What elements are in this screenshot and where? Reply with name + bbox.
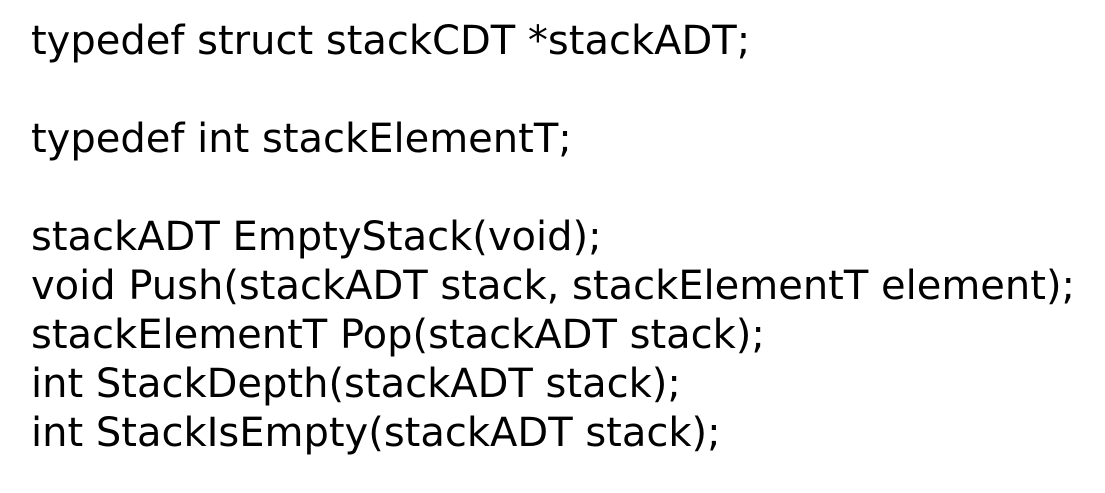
code-line [31,66,1075,115]
code-snippet: typedef struct stackCDT *stackADT; typed… [31,17,1075,458]
code-line: stackADT EmptyStack(void); [31,214,602,260]
code-line: stackElementT Pop(stackADT stack); [31,312,765,358]
code-line: void Push(stackADT stack, stackElementT … [31,263,1076,309]
code-line: int StackIsEmpty(stackADT stack); [31,410,721,456]
code-line: typedef struct stackCDT *stackADT; [31,18,751,64]
code-line: typedef int stackElementT; [31,116,572,162]
code-line [31,164,1075,213]
code-line: int StackDepth(stackADT stack); [31,361,681,407]
